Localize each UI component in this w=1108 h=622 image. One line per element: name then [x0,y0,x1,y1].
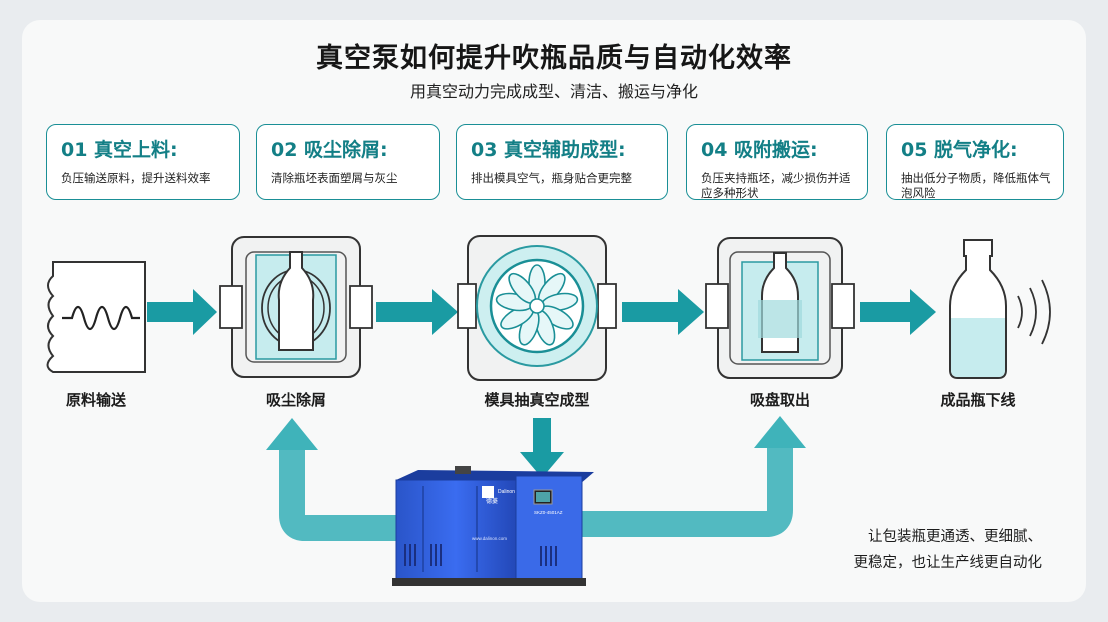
pump-brand-cn-text: 德菱 [486,497,498,505]
step-3-heading: 03 真空辅助成型: [471,139,626,161]
step-card-3: 03 真空辅助成型: 排出模具空气，瓶身贴合更完整 [456,124,668,200]
step-1-description: 负压输送原料，提升送料效率 [61,171,211,185]
step-5-description: 抽出低分子物质，降低瓶体气泡风险 [901,171,1051,200]
stage-label-feeding: 原料输送 [65,391,126,409]
stage-label-mould-forming: 模具抽真空成型 [484,391,590,409]
step-3-description: 排出模具空气，瓶身贴合更完整 [471,171,632,185]
step-card-2: 02 吸尘除屑: 清除瓶坯表面塑屑与灰尘 [256,124,440,200]
page-title: 真空泵如何提升吹瓶品质与自动化效率 [316,43,792,74]
vacuum-pump-image: Dalinon 德菱 SKZ0-4501AZ www.dalinon.com [392,466,594,586]
vacuum-arrow-down [520,418,564,478]
flow-arrow-4 [860,289,936,335]
stage-label-finished: 成品瓶下线 [940,391,1016,409]
summary-note-line-2: 更稳定，也让生产线更自动化 [853,555,1043,571]
step-card-1: 01 真空上料: 负压输送原料，提升送料效率 [46,124,240,200]
pump-url-text: www.dalinon.com [472,536,507,541]
suction-pickup-station-icon [705,237,855,379]
summary-note: 让包装瓶更通透、更细腻、 更稳定，也让生产线更自动化 [806,524,1043,576]
stage-label-dust-removal: 吸尘除屑 [265,391,326,409]
vacuum-arrow-right [578,416,806,537]
pump-model-text: SKZ0-4501AZ [534,510,563,515]
step-2-heading: 02 吸尘除屑: [271,139,388,161]
step-1-heading: 01 真空上料: [61,139,178,161]
step-5-heading: 05 脱气净化: [901,139,1018,161]
flow-arrow-3 [622,289,704,335]
step-card-5: 05 脱气净化: 抽出低分子物质，降低瓶体气泡风险 [886,124,1064,200]
flow-arrow-2 [376,289,458,335]
step-4-heading: 04 吸附搬运: [701,139,818,161]
stage-label-pickup: 吸盘取出 [749,391,810,409]
step-2-description: 清除瓶坯表面塑屑与灰尘 [271,171,398,185]
pump-brand-text: Dalinon [498,489,515,495]
mould-station-icon [457,235,617,381]
page-subtitle: 用真空动力完成成型、清洁、搬运与净化 [409,82,698,101]
flow-arrow-1 [147,289,217,335]
feeder-station-icon [46,261,146,373]
step-card-4: 04 吸附搬运: 负压夹持瓶坯，减少损伤并适应多种形状 [686,124,868,200]
step-4-description: 负压夹持瓶坯，减少损伤并适应多种形状 [701,171,851,200]
vacuum-arrow-left [266,418,396,541]
finished-bottle-icon [949,239,1051,379]
summary-note-line-1: 让包装瓶更通透、更细腻、 [868,529,1042,545]
dust-removal-station-icon [219,236,373,378]
